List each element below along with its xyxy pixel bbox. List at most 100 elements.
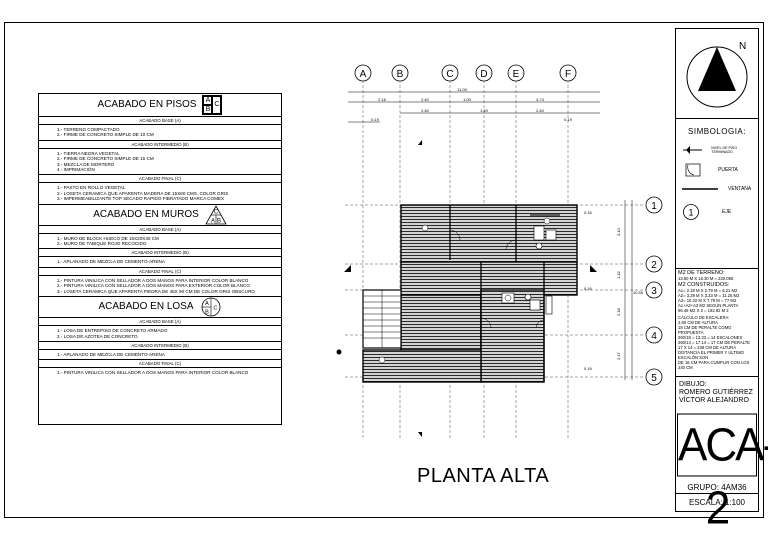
dim-total-right: 10.55 bbox=[633, 290, 644, 295]
axis-label: A bbox=[360, 69, 367, 80]
dim-label: 2.17 bbox=[616, 351, 621, 360]
escala-label: ESCALA: 1:100 bbox=[688, 498, 746, 507]
legend-ventana: VENTANA bbox=[682, 185, 751, 193]
axis-label: 2 bbox=[651, 260, 657, 271]
north-arrow-icon: N bbox=[686, 41, 748, 108]
simbologia-title: SIMBOLOGIA: bbox=[688, 127, 746, 136]
losa-header: ACABADO EN LOSA A B C bbox=[39, 297, 281, 319]
axis-bubbles-numbers: 1 2 3 4 5 bbox=[645, 196, 663, 386]
pisos-final-list: 1.- PASTO EN ROLLO VEGETAL 2.- LOSETA CE… bbox=[39, 183, 281, 205]
dim-label: 3.10 bbox=[616, 227, 621, 236]
top-dimensions bbox=[348, 91, 600, 123]
dim-label: 0.16 bbox=[584, 286, 593, 291]
pisos-title: ACABADO EN PISOS bbox=[97, 99, 197, 111]
axis-label: 4 bbox=[651, 331, 657, 342]
list-item: 1.- PINTURA VINILICA CON SELLADOR A DOS … bbox=[57, 370, 249, 376]
axis-label: 3 bbox=[651, 286, 657, 297]
list-item: 1.- APLANADO DE MEZCLA DE CEMENTO-ARENA bbox=[57, 351, 165, 357]
area-calculations: M2 DE TERRENO: 13.50 M X 16.30 M = 220.0… bbox=[678, 270, 751, 370]
muros-final-list: 1.- PINTURA VINILICA CON SELLADOR A DOS … bbox=[39, 276, 281, 298]
dim-label: 2.40 bbox=[421, 97, 430, 102]
svg-text:C: C bbox=[213, 306, 217, 312]
axis-label: F bbox=[565, 69, 571, 80]
list-item: 2.- FIRME DE CONCRETO SIMPLE DE 10 CM bbox=[57, 132, 154, 138]
author-info: DIBUJO: ROMERO GUTIÉRREZ VÍCTOR ALEJANDR… bbox=[679, 381, 753, 404]
list-item: 3.- MEZCLA DE MORTERO bbox=[57, 161, 115, 167]
dim-label: 2.40 bbox=[536, 108, 545, 113]
muros-intermedio-label: ACABADO INTERMEDIO (B) bbox=[39, 249, 281, 258]
muros-intermedio-list: 1.- APLANADO DE MEZCLA DE CEMENTO-ARENA bbox=[39, 257, 281, 268]
losa-key-symbol: A B C bbox=[201, 297, 220, 317]
list-item: 1.- LOSA DE ENTREPISO DE CONCRETO ARMADO bbox=[57, 328, 168, 334]
dim-label: 0.19 bbox=[371, 117, 380, 122]
muros-final-label: ACABADO FINAL (C) bbox=[39, 268, 281, 276]
axis-label: B bbox=[397, 69, 404, 80]
list-item: 2.- LOSA DE AZOTEA DE CONCRETO bbox=[57, 333, 138, 339]
legend-eje: 1 EJE bbox=[682, 203, 731, 221]
axis-bubble-icon: 1 bbox=[683, 204, 699, 220]
muros-title: ACABADO EN MUROS bbox=[93, 208, 199, 220]
list-item: 1.- TERRENO COMPACTADO bbox=[57, 127, 120, 132]
door-icon bbox=[685, 163, 701, 177]
list-item: 1.- PASTO EN ROLLO VEGETAL bbox=[57, 185, 126, 191]
dim-label: 2.40 bbox=[421, 108, 430, 113]
dim-label: 0.19 bbox=[584, 366, 593, 371]
north-label: N bbox=[739, 41, 746, 52]
list-item: 1.- APLANADO DE MEZCLA DE CEMENTO-ARENA bbox=[57, 259, 165, 265]
axis-label: 5 bbox=[651, 373, 657, 384]
list-item: 3.- IMPERMEABILIZANTE TOP SECADO RAPIDO … bbox=[57, 196, 225, 202]
list-item: 1.- MURO DE BLOCK HUECO DE 15X20X40 CM bbox=[57, 235, 159, 241]
losa-final-label: ACABADO FINAL (C) bbox=[39, 360, 281, 369]
muros-key-symbol: C A B bbox=[205, 204, 227, 224]
dim-label: 1.00 bbox=[463, 97, 472, 102]
pisos-base-label: ACABADO BASE (A) bbox=[39, 117, 281, 125]
building-footprint bbox=[362, 204, 578, 383]
axis-label: D bbox=[480, 69, 487, 80]
svg-text:A: A bbox=[211, 218, 215, 224]
losa-title: ACABADO EN LOSA bbox=[98, 301, 194, 313]
muros-base-label: ACABADO BASE (A) bbox=[39, 226, 281, 234]
list-item: 1.- TIERRA NEGRA VEGETAL bbox=[57, 150, 120, 156]
dim-label: 2.18 bbox=[616, 307, 621, 316]
drawing-sheet bbox=[4, 22, 764, 518]
list-item: 2.- MURO DE TABIQUE ROJO RECOCIDO bbox=[57, 241, 147, 247]
level-icon bbox=[683, 146, 702, 154]
dim-total-top: 11.00 bbox=[457, 87, 467, 92]
muros-header: ACABADO EN MUROS C A B bbox=[39, 204, 281, 226]
axis-label: 1 bbox=[651, 201, 657, 212]
axis-label: C bbox=[446, 69, 453, 80]
floor-plan: 11.00 2.16 2.40 1.00 4.74 2.40 1.40 2.40… bbox=[336, 64, 663, 440]
dim-label: 0.16 bbox=[584, 210, 593, 215]
muros-base-list: 1.- MURO DE BLOCK HUECO DE 15X20X40 CM 2… bbox=[39, 234, 281, 250]
losa-intermedio-list: 1.- APLANADO DE MEZCLA DE CEMENTO-ARENA bbox=[39, 350, 281, 361]
grupo-cell bbox=[676, 479, 758, 494]
plan-title: PLANTA ALTA bbox=[417, 465, 550, 487]
dim-label: 1.42 bbox=[616, 270, 621, 279]
pisos-intermedio-label: ACABADO INTERMEDIO (B) bbox=[39, 141, 281, 149]
right-dimensions bbox=[624, 200, 633, 380]
list-item: 2.- LOSETA CERAMICA QUE APARENTA MADERA … bbox=[57, 190, 229, 196]
losa-intermedio-label: ACABADO INTERMEDIO (B) bbox=[39, 342, 281, 350]
svg-text:C: C bbox=[214, 209, 219, 215]
dim-label: 1.40 bbox=[480, 108, 489, 113]
list-item: 2.- FIRME DE CONCRETO SIMPLE DE 15 CM bbox=[57, 156, 154, 162]
list-item: 4.- IMPRIMACIÓN bbox=[57, 167, 95, 173]
svg-text:1: 1 bbox=[688, 208, 693, 218]
title-block: N SIMBOLOGIA: NIVEL DE PISO TERMINADO PU… bbox=[675, 28, 768, 534]
pisos-intermedio-list: 1.- TIERRA NEGRA VEGETAL 2.- FIRME DE CO… bbox=[39, 149, 281, 176]
dim-label: 4.74 bbox=[536, 97, 545, 102]
north-cell: N bbox=[676, 29, 758, 119]
list-item: 2.- PINTURA VINILICA CON SELLADOR A DOS … bbox=[57, 283, 250, 289]
legend-cell bbox=[676, 119, 758, 269]
svg-text:A: A bbox=[205, 301, 209, 307]
pisos-final-label: ACABADO FINAL (C) bbox=[39, 175, 281, 184]
svg-text:B: B bbox=[217, 218, 221, 224]
losa-base-label: ACABADO BASE (A) bbox=[39, 318, 281, 327]
calc-cell bbox=[676, 269, 758, 377]
window-icon bbox=[682, 188, 718, 190]
dim-label: 0.19 bbox=[564, 117, 573, 122]
legend-npt: NIVEL DE PISO TERMINADO bbox=[682, 145, 758, 155]
